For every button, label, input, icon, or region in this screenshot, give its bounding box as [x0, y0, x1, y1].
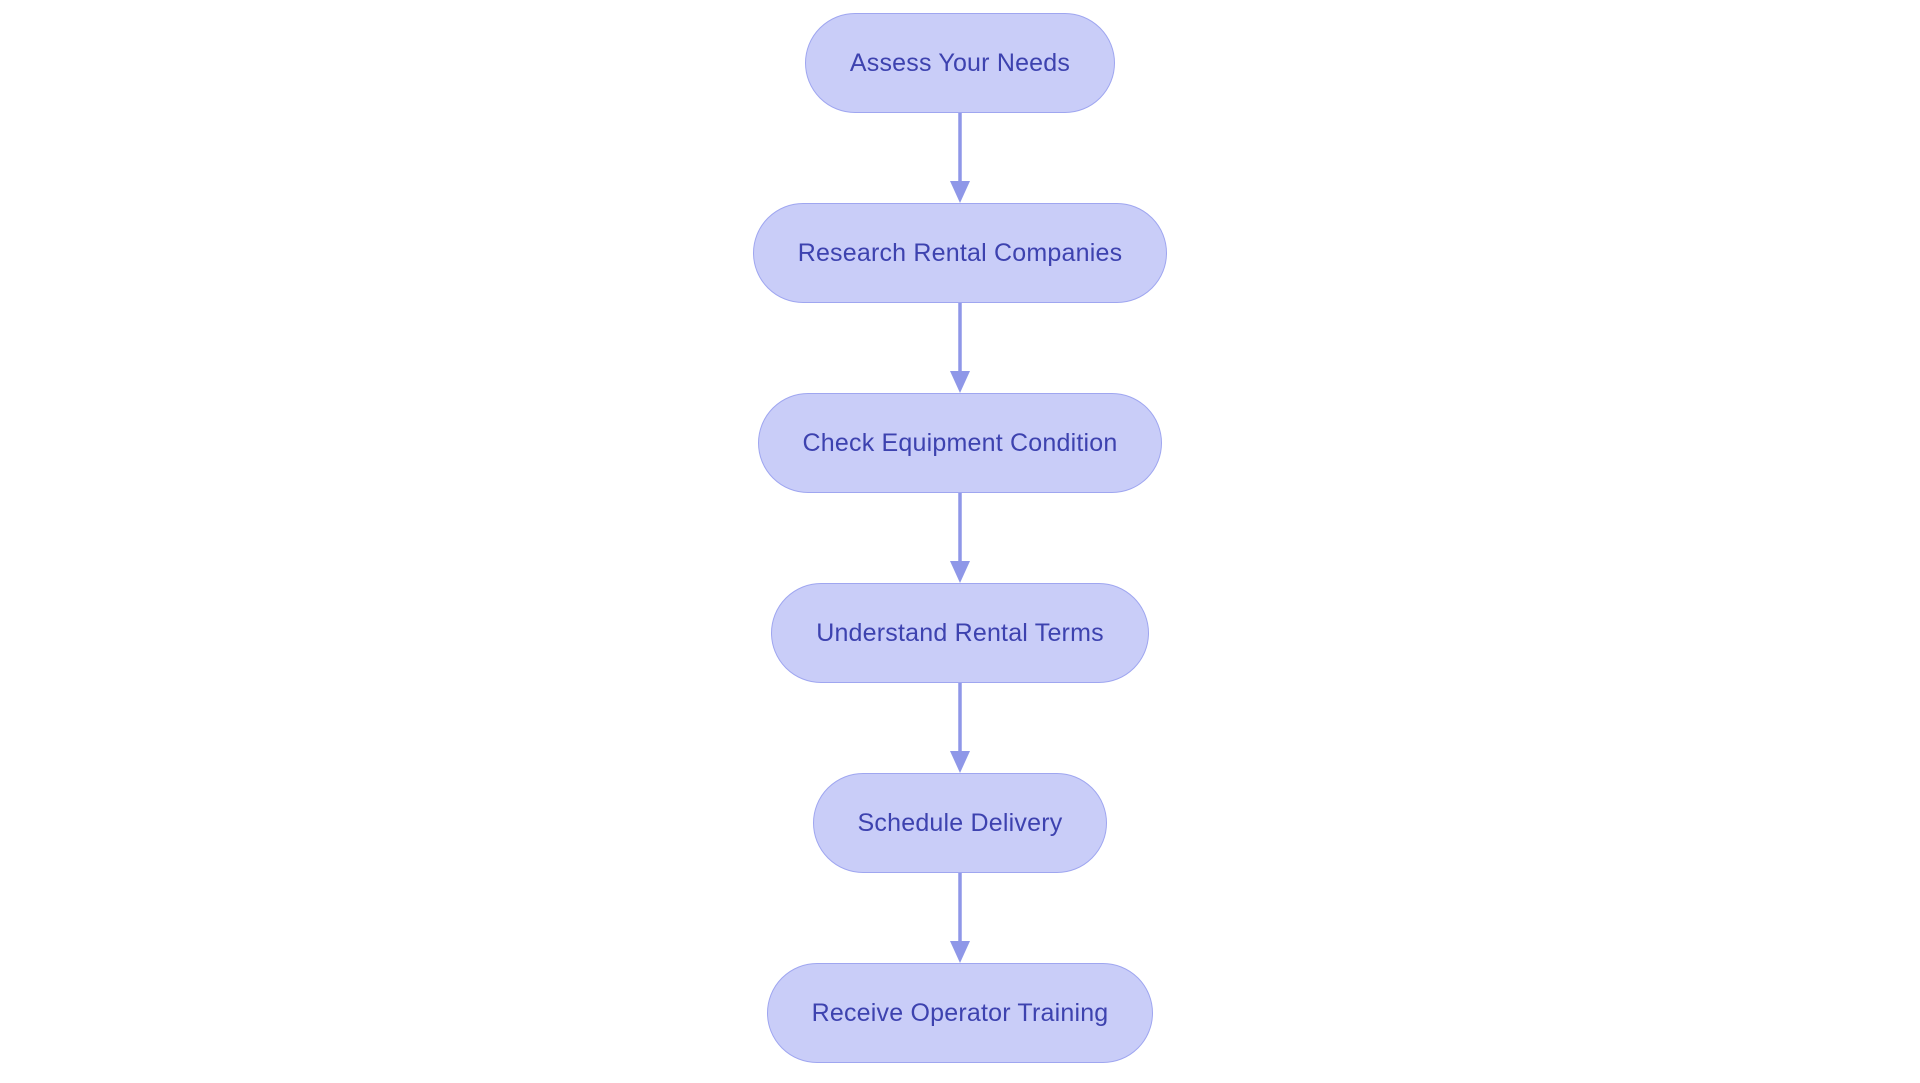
node-check-equipment-condition: Check Equipment Condition — [757, 393, 1163, 493]
down-arrow-icon — [950, 873, 970, 963]
node-research-rental-companies: Research Rental Companies — [752, 203, 1168, 303]
node-assess-your-needs: Assess Your Needs — [804, 13, 1116, 113]
down-arrow-icon — [950, 303, 970, 393]
node-schedule-delivery: Schedule Delivery — [812, 773, 1108, 873]
down-arrow-icon — [950, 493, 970, 583]
down-arrow-icon — [950, 683, 970, 773]
node-receive-operator-training: Receive Operator Training — [766, 963, 1154, 1063]
down-arrow-icon — [950, 113, 970, 203]
node-understand-rental-terms: Understand Rental Terms — [771, 583, 1149, 683]
